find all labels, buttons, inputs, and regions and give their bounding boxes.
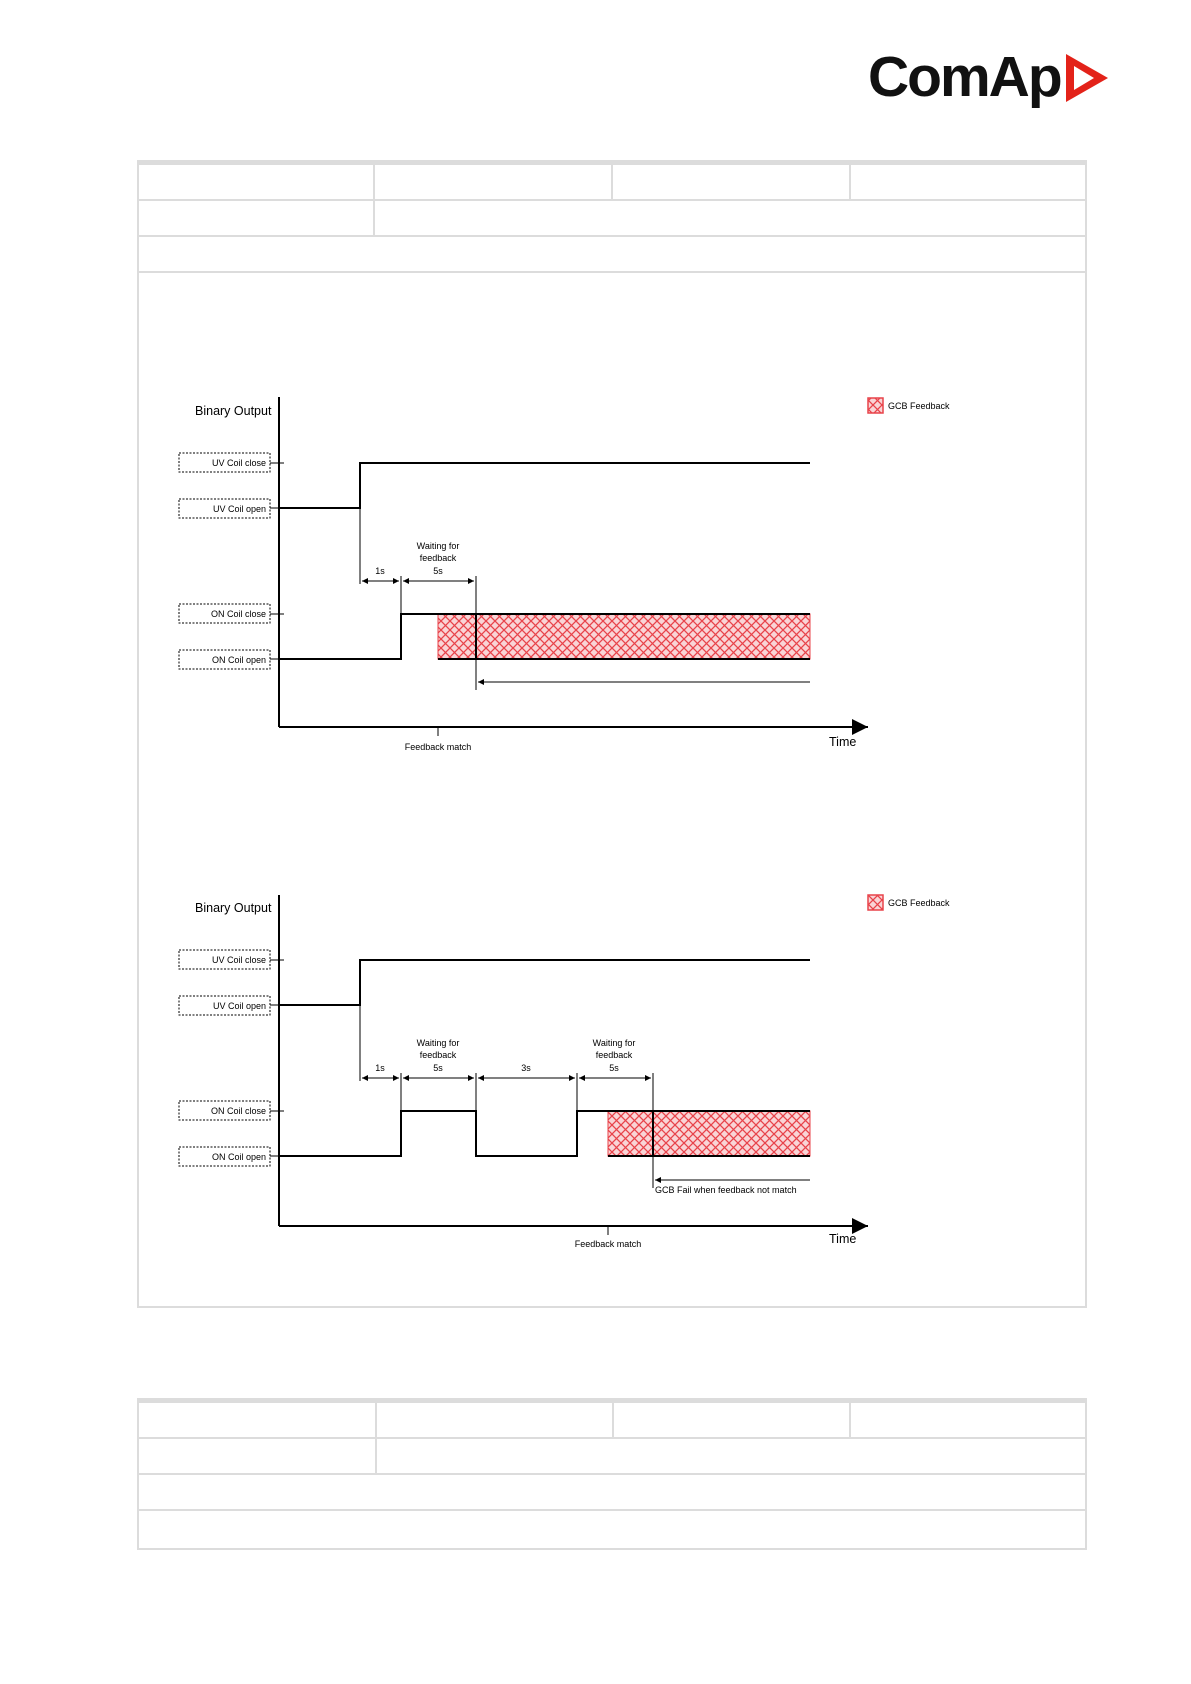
label-box (178, 498, 271, 519)
diagram-2: Binary Output Time GCB Feedback UV Coil … (178, 894, 950, 1249)
interval-3s: 3s (521, 1063, 531, 1073)
waiting-label-2: feedback (420, 553, 457, 563)
waiting-label-3: 5s (433, 1063, 443, 1073)
table-cell (139, 165, 375, 199)
table-row (139, 1439, 1085, 1475)
interval-1s: 1s (375, 566, 385, 576)
label-box (178, 649, 271, 670)
uv-coil-open-label: UV Coil open (213, 1001, 266, 1011)
legend-swatch (867, 397, 884, 414)
waiting2-label-3: 5s (609, 1063, 619, 1073)
on-coil-close-label: ON Coil close (211, 609, 266, 619)
logo-text: ComAp (868, 45, 1063, 109)
waiting2-label-2: feedback (596, 1050, 633, 1060)
x-axis-label: Time (829, 1232, 856, 1246)
waiting-label-2: feedback (420, 1050, 457, 1060)
comap-logo: ComAp (868, 44, 1108, 110)
uv-coil-close-label: UV Coil close (212, 955, 266, 965)
y-axis-label: Binary Output (195, 404, 272, 418)
legend-label: GCB Feedback (888, 401, 950, 411)
table-cell (139, 1439, 377, 1473)
table-cell (614, 1403, 851, 1437)
gcb-feedback-area (437, 613, 811, 660)
uv-coil-close-label: UV Coil close (212, 458, 266, 468)
y-axis-label: Binary Output (195, 901, 272, 915)
table-row (139, 1475, 1085, 1511)
feedback-match-label: Feedback match (405, 742, 472, 752)
table-row (139, 237, 1085, 273)
waiting2-label-1: Waiting for (593, 1038, 636, 1048)
legend-label: GCB Feedback (888, 898, 950, 908)
table-cell (139, 1403, 377, 1437)
label-box (178, 949, 271, 970)
on-coil-close-label: ON Coil close (211, 1106, 266, 1116)
x-axis-label: Time (829, 735, 856, 749)
gcb-fail-note: GCB Fail when feedback not match (655, 1185, 797, 1195)
table-cell (613, 165, 851, 199)
waiting-label-1: Waiting for (417, 1038, 460, 1048)
bottom-table (137, 1398, 1087, 1550)
waiting-label-3: 5s (433, 566, 443, 576)
interval-1s: 1s (375, 1063, 385, 1073)
table-row (139, 165, 1085, 201)
uv-signal (279, 462, 810, 509)
diagram-1: Binary Output Time GCB Feedback UV Coil … (178, 397, 950, 752)
comap-arrow-icon (1066, 54, 1108, 102)
label-box (178, 452, 271, 473)
table-cell (375, 165, 613, 199)
top-table (137, 160, 1087, 1308)
on-signal (279, 613, 810, 660)
feedback-match-label: Feedback match (575, 1239, 642, 1249)
uv-signal (279, 959, 810, 1006)
label-box (178, 1100, 271, 1121)
on-signal (279, 1110, 608, 1157)
table-cell (377, 1403, 614, 1437)
waiting-label-1: Waiting for (417, 541, 460, 551)
legend-swatch (867, 894, 884, 911)
table-row (139, 201, 1085, 237)
on-coil-open-label: ON Coil open (212, 1152, 266, 1162)
label-box (178, 1146, 271, 1167)
label-box (178, 995, 271, 1016)
on-coil-open-label: ON Coil open (212, 655, 266, 665)
uv-coil-open-label: UV Coil open (213, 504, 266, 514)
table-row (139, 1403, 1085, 1439)
label-box (178, 603, 271, 624)
gcb-feedback-area (607, 1110, 811, 1157)
table-cell (139, 201, 375, 235)
